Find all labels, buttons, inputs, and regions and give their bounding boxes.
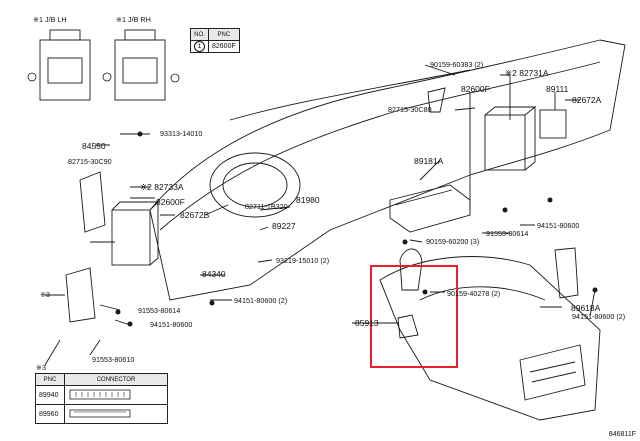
label-91553-80614-right: 91553-80614 xyxy=(486,229,529,238)
bracket-89618a xyxy=(554,247,579,299)
connector-row-pnc: 89940 xyxy=(35,385,65,405)
label-94151-80600-center: 94151-80600 xyxy=(150,320,193,329)
label-89111: 89111 xyxy=(546,84,569,94)
speaker-left xyxy=(65,267,96,323)
connector-table-pnc-header: PNC xyxy=(35,373,65,386)
jb-right-label: J/B RH xyxy=(128,15,151,24)
ecu-left xyxy=(111,209,151,266)
label-90159-40278: 90159-40278 (2) xyxy=(447,289,501,298)
ecu-right xyxy=(484,114,526,171)
label-93219-15010: 93219-15010 (2) xyxy=(276,256,330,265)
pnc-table-row-pnc: 82600F xyxy=(208,40,240,53)
connector-row-pnc: 89960 xyxy=(35,404,65,424)
connector-shape xyxy=(64,385,168,405)
side-panel-left xyxy=(79,171,106,233)
label-84340: 84340 xyxy=(202,269,226,279)
jb-right-title: ※1 J/B RH xyxy=(116,16,151,24)
jb-left-title: ※1 J/B LH xyxy=(33,16,67,24)
label-94151-80600-2: 94151-80600 (2) xyxy=(234,296,288,305)
jb-left-box xyxy=(39,39,91,101)
label-94151-80600-right: 94151-80600 xyxy=(537,221,580,230)
center-console xyxy=(379,256,601,421)
jb-right-box xyxy=(114,39,166,101)
connector-table-connector-header: CONNECTOR xyxy=(64,373,168,386)
connector-table-mark: ※3 xyxy=(36,363,47,372)
label-82733a: ※2 82733A xyxy=(140,182,184,192)
label-90159-60200: 90159-60200 (3) xyxy=(426,237,480,246)
label-91553-80610: 91553-80610 xyxy=(92,355,135,364)
shift-lever xyxy=(399,248,423,291)
label-91553-80614-left: 91553-80614 xyxy=(138,306,181,315)
connector-shape xyxy=(64,404,168,424)
label-82715-30c80: 82715-30C80 xyxy=(388,105,432,114)
label-89181a: 89181A xyxy=(414,156,444,166)
highlight-box xyxy=(370,265,458,368)
label-mark3-speaker: ※3 xyxy=(40,290,51,299)
label-89227: 89227 xyxy=(272,221,296,231)
label-82731a: ※2 82731A xyxy=(505,68,549,78)
label-82600f-right: 82600F xyxy=(461,84,490,94)
reference-code: 846811F xyxy=(608,431,636,438)
label-81980: 81980 xyxy=(296,195,320,205)
module-89111 xyxy=(539,109,567,139)
jb-right-mark: ※1 xyxy=(116,15,127,24)
label-93313-14010: 93313-14010 xyxy=(160,129,203,138)
bracket-85913 xyxy=(397,314,419,339)
label-82672a: 82672A xyxy=(572,95,602,105)
pnc-table-no-header: NO. xyxy=(190,28,209,41)
label-94151-80600-2-right: 94151-80600 (2) xyxy=(572,312,626,321)
label-82600f-left: 82600F xyxy=(156,197,185,207)
label-82715-30c90: 82715-30C90 xyxy=(68,157,112,166)
label-84550: 84550 xyxy=(82,141,106,151)
label-90159-60383: 90159-60383 (2) xyxy=(430,60,484,69)
gauge-cluster xyxy=(209,152,301,218)
pnc-table-pnc-header: PNC xyxy=(208,28,240,41)
label-82711-1b320: 82711-1B320 xyxy=(245,202,288,211)
jb-left-label: J/B LH xyxy=(45,15,67,24)
label-89618a: 89618A xyxy=(571,303,601,313)
label-85913: 85913 xyxy=(355,318,379,328)
pnc-table-row-no: 1 xyxy=(194,41,205,52)
dashboard-outline xyxy=(149,39,626,301)
jb-left-mark: ※1 xyxy=(33,15,44,24)
center-stack-unit xyxy=(389,184,471,233)
label-82672b: 82672B xyxy=(180,210,210,220)
